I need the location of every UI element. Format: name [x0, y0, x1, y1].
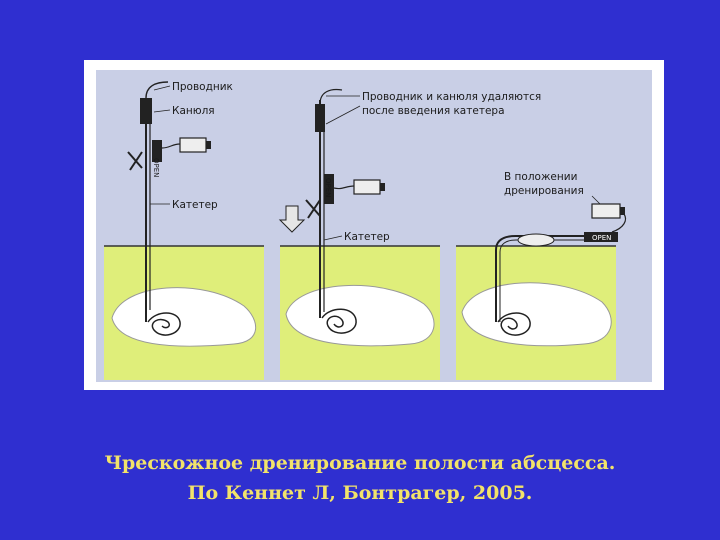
device-marking-3: OPEN: [592, 234, 611, 242]
syringe-2: [353, 179, 381, 195]
cannula-hub-1: [140, 98, 152, 124]
panel-2: OPEN Проводник и канюля удаляются после …: [278, 88, 541, 380]
label-position-line2: дренирования: [504, 185, 584, 197]
slide-caption: Чрескожное дренирование полости абсцесса…: [0, 448, 720, 508]
abscess-cavity-2: [285, 284, 435, 347]
device-marking-2: OPEN: [324, 178, 332, 197]
fixation-disc: [517, 233, 555, 247]
abscess-cavity-1: [111, 287, 257, 347]
drainage-illustration: OPEN Проводник Канюля Катетер OPEN: [84, 60, 664, 390]
pigtail-coil-3: [497, 312, 531, 336]
syringe-1: [179, 137, 207, 153]
label-removed-line1: Проводник и канюля удаляются: [362, 91, 541, 103]
abscess-cavity-3: [461, 282, 612, 347]
label-guidewire: Проводник: [172, 81, 233, 93]
caption-line-1: Чрескожное дренирование полости абсцесса…: [104, 452, 616, 474]
cannula-hub-2: [315, 104, 325, 132]
caption-line-2: По Кеннет Л, Бонтрагер, 2005.: [187, 482, 533, 504]
insert-direction-arrow: [278, 205, 306, 233]
label-catheter-2: Катетер: [344, 231, 390, 243]
label-cannula: Канюля: [172, 105, 215, 117]
device-marking-1: OPEN: [152, 158, 160, 177]
drainage-catheter: [495, 235, 584, 322]
pigtail-coil-1: [147, 312, 181, 336]
panel-1: OPEN Проводник Канюля Катетер: [104, 81, 264, 380]
panel-3: OPEN В положении дренирования: [456, 171, 627, 380]
pigtail-coil-2: [321, 308, 357, 334]
syringe-3: [591, 203, 621, 219]
label-position-line1: В положении: [504, 171, 577, 183]
drainage-diagram: OPEN Проводник Канюля Катетер OPEN: [96, 70, 652, 382]
label-removed-line2: после введения катетера: [362, 105, 505, 117]
label-catheter-1: Катетер: [172, 199, 218, 211]
